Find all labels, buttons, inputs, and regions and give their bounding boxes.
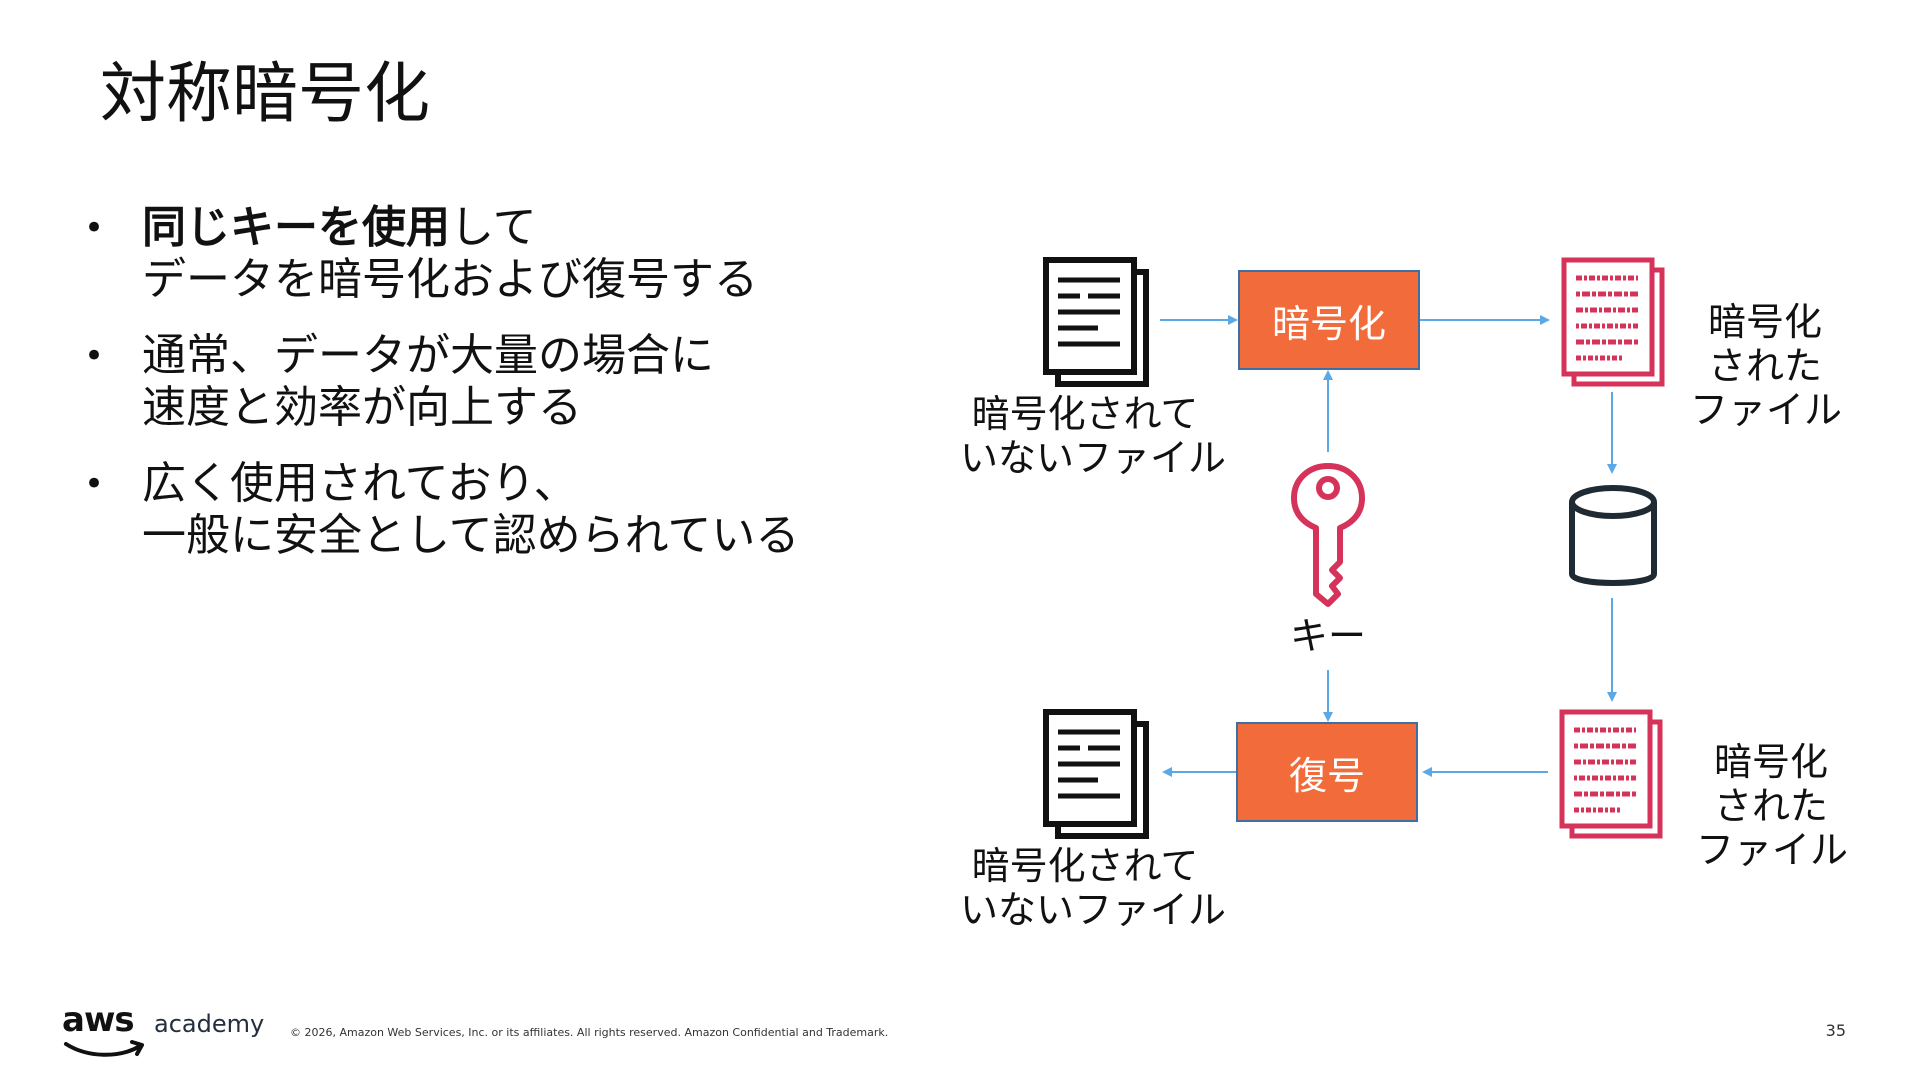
bullet-item-2: • 通常、データが大量の場合に 速度と効率が向上する bbox=[80, 330, 900, 434]
database-icon bbox=[1569, 485, 1657, 586]
label-line: 暗号化 bbox=[1707, 300, 1822, 344]
bullet-dot: • bbox=[84, 208, 105, 248]
encrypted-document-icon bbox=[1559, 709, 1663, 839]
bullet-dot: • bbox=[84, 464, 105, 504]
encrypted-file-label-bottom: 暗号化 された ファイル bbox=[1696, 740, 1849, 872]
key-label: キー bbox=[1289, 614, 1366, 658]
aws-wordmark: aws bbox=[62, 1000, 135, 1040]
label-line: いないファイル bbox=[960, 888, 1227, 932]
bullet-text: して bbox=[450, 202, 537, 253]
key-icon bbox=[1291, 463, 1365, 607]
document-icon bbox=[1043, 709, 1149, 839]
label-line: 暗号化されて bbox=[971, 392, 1199, 436]
label-line: 暗号化 bbox=[1713, 740, 1828, 784]
bullet-item-1: • 同じキーを使用して データを暗号化および復号する bbox=[80, 202, 900, 306]
bullet-list: • 同じキーを使用して データを暗号化および復号する • 通常、データが大量の場… bbox=[80, 202, 900, 586]
document-icon bbox=[1043, 257, 1149, 387]
aws-smile-icon bbox=[64, 1040, 144, 1057]
bullet-line: 広く使用されており、 bbox=[142, 458, 578, 509]
label-line: ファイル bbox=[1690, 388, 1843, 432]
label-line: 暗号化されて bbox=[971, 844, 1199, 888]
encrypted-file-label-top: 暗号化 された ファイル bbox=[1690, 300, 1843, 432]
plain-file-label-bottom: 暗号化されて いないファイル bbox=[960, 844, 1227, 932]
copyright-notice: © 2026, Amazon Web Services, Inc. or its… bbox=[290, 1026, 889, 1039]
label-line: された bbox=[1713, 784, 1828, 828]
bullet-line: 通常、データが大量の場合に bbox=[142, 330, 714, 381]
decrypt-box: 復号 bbox=[1236, 722, 1418, 822]
label-line: された bbox=[1707, 344, 1822, 388]
label-line: ファイル bbox=[1696, 828, 1849, 872]
plain-file-label-top: 暗号化されて いないファイル bbox=[960, 392, 1227, 480]
aws-academy-logo: aws academy bbox=[62, 1000, 265, 1060]
bullet-line: 同じキーを使用して bbox=[142, 202, 900, 254]
bullet-emphasis: 同じキーを使用 bbox=[142, 202, 450, 253]
bullet-line: 速度と効率が向上する bbox=[142, 382, 582, 433]
bullet-line: 一般に安全として認められている bbox=[142, 510, 800, 561]
label-line: いないファイル bbox=[960, 436, 1227, 480]
bullet-item-3: • 広く使用されており、 一般に安全として認められている bbox=[80, 458, 900, 562]
encrypted-document-icon bbox=[1561, 257, 1665, 387]
academy-wordmark: academy bbox=[154, 1010, 265, 1038]
bullet-line: データを暗号化および復号する bbox=[142, 254, 758, 305]
page-number: 35 bbox=[1825, 1021, 1846, 1040]
encrypt-box: 暗号化 bbox=[1238, 270, 1420, 370]
slide-title: 対称暗号化 bbox=[100, 55, 430, 132]
bullet-dot: • bbox=[84, 336, 105, 376]
